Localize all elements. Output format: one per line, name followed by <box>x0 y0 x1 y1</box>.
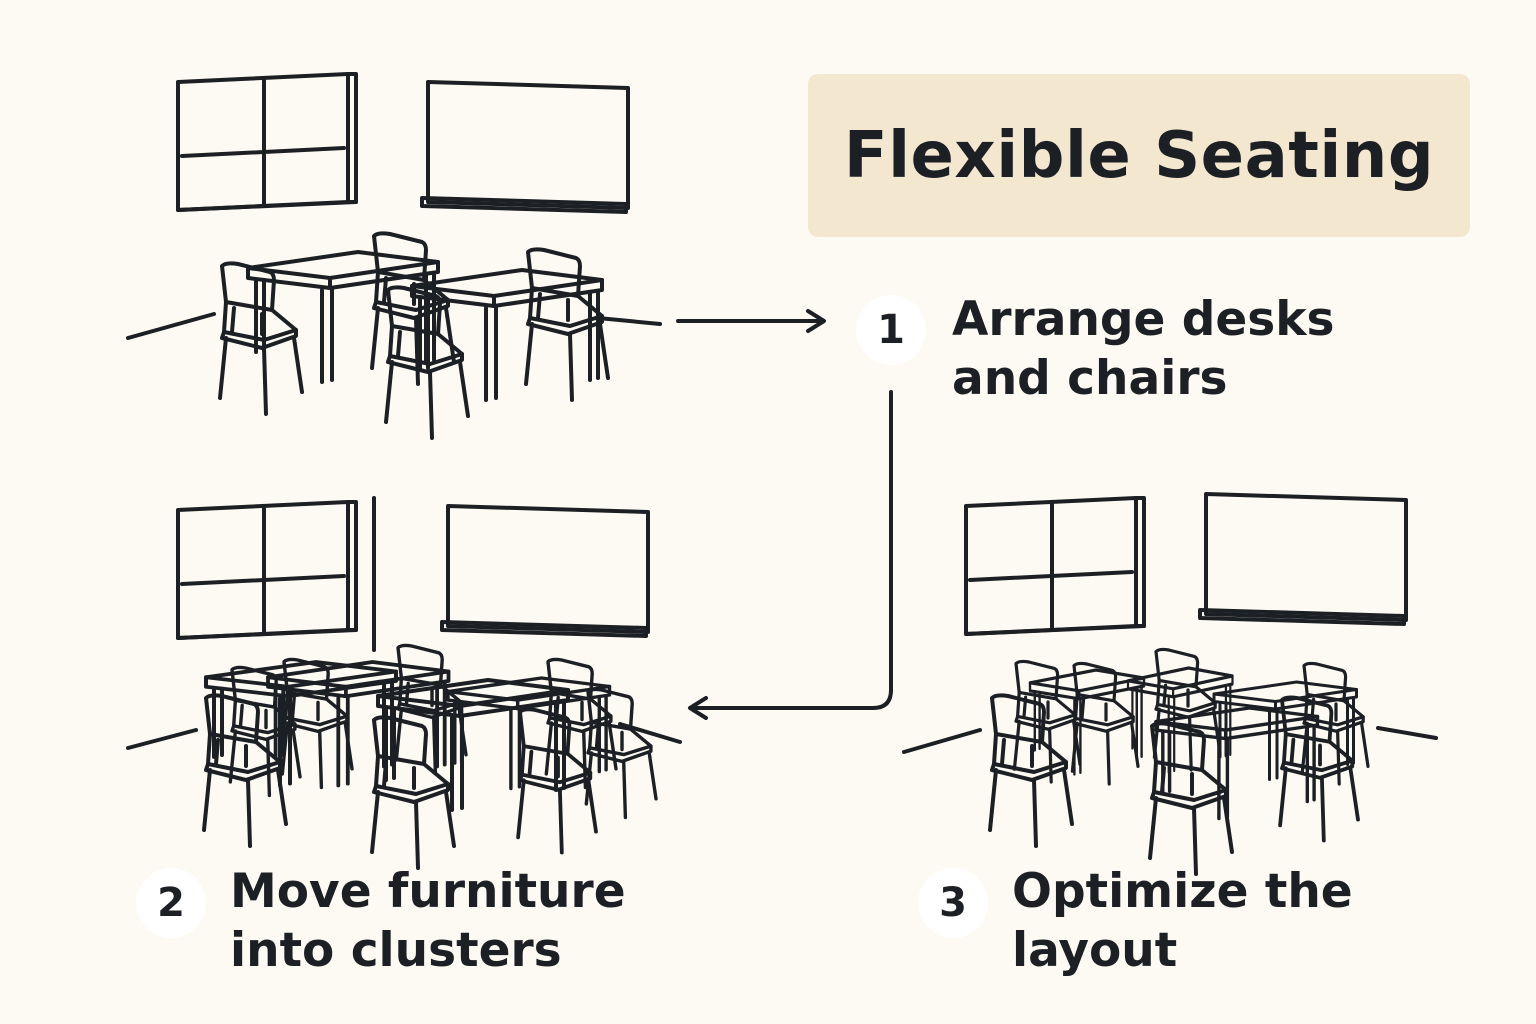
whiteboard-icon <box>1198 492 1408 626</box>
floor-line <box>902 728 982 754</box>
window-icon <box>176 500 358 640</box>
whiteboard-icon <box>420 80 630 214</box>
step-2-line-2: into clusters <box>230 923 562 978</box>
floor-line <box>596 316 662 326</box>
whiteboard-icon <box>440 504 650 638</box>
step-2-label: Move furniture into clusters <box>230 862 626 980</box>
arrowhead-icon <box>688 696 708 720</box>
arrow-to-step-1 <box>676 309 826 333</box>
step-3-label: Optimize the layout <box>1012 862 1353 980</box>
scene-2-clusters <box>126 496 682 870</box>
step-1-line-2: and chairs <box>952 351 1228 406</box>
chair-icon <box>218 261 304 416</box>
step-3-line-1: Optimize the <box>1012 864 1353 919</box>
arrow-to-scene-2 <box>688 390 893 720</box>
step-1-badge: 1 <box>856 295 926 365</box>
floor-line <box>126 312 216 340</box>
page-title: Flexible Seating <box>843 118 1435 193</box>
chair-icon <box>584 687 658 820</box>
arrow-icon <box>690 390 893 710</box>
title-banner: Flexible Seating <box>808 74 1470 237</box>
window-icon <box>964 496 1146 636</box>
step-2-badge: 2 <box>136 868 206 938</box>
step-2-line-1: Move furniture <box>230 864 626 919</box>
arrowhead-icon <box>806 309 826 333</box>
scene-3-optimized <box>902 492 1438 876</box>
floor-line <box>1376 726 1438 740</box>
scene-1-arrange <box>126 72 662 440</box>
step-3-line-2: layout <box>1012 923 1178 978</box>
floor-line <box>126 728 198 750</box>
window-icon <box>176 72 358 212</box>
step-1-line-1: Arrange desks <box>952 292 1335 347</box>
step-1-label: Arrange desks and chairs <box>952 290 1335 408</box>
step-3-badge: 3 <box>918 868 988 938</box>
